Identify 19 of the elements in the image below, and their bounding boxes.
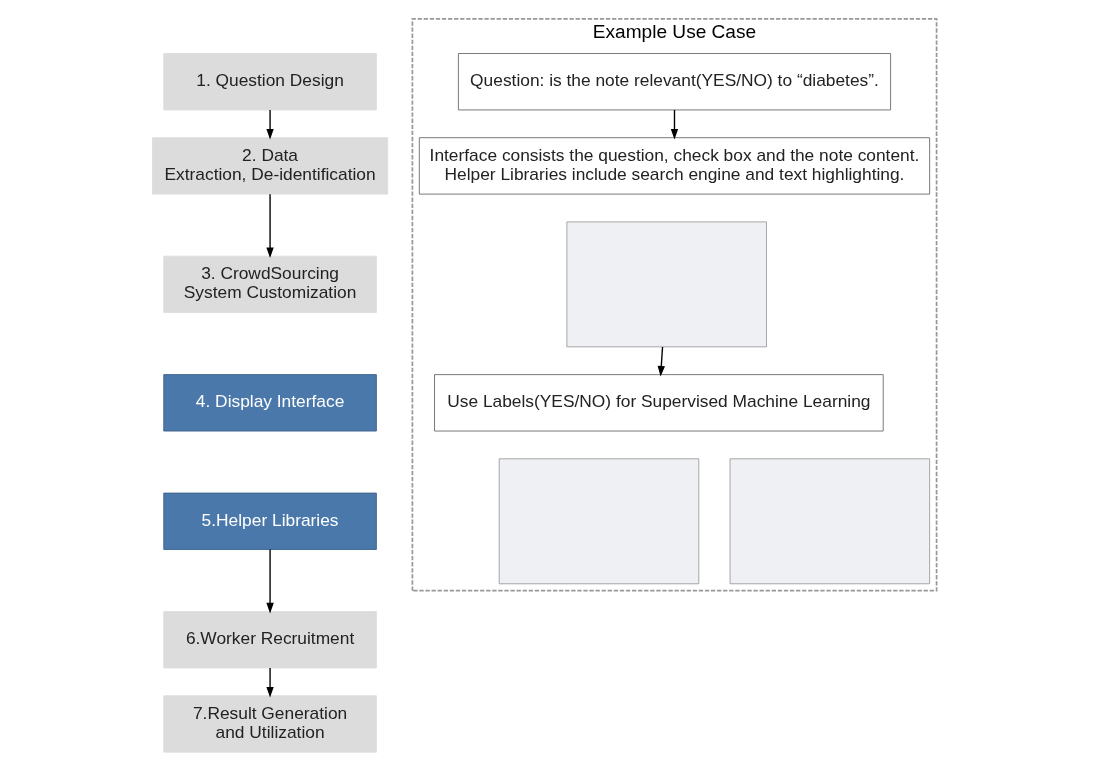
node-box (729, 458, 930, 585)
node-box: 5.Helper Libraries (162, 492, 377, 550)
arrow (265, 548, 274, 614)
node-box: 3. CrowdSourcing System Customization (162, 255, 377, 313)
node-box (565, 221, 767, 348)
arrow (265, 109, 274, 140)
node-box: 4. Display Interface (162, 374, 377, 432)
arrow (265, 667, 274, 698)
arrow (265, 193, 274, 258)
node-box: Interface consists the question, check box and the note content. Helper Libraries include search engine and text highlighting. (418, 137, 930, 195)
node-box: 1. Question Design (162, 53, 377, 111)
node-box: Use Labels(YES/NO) for Supervised Machine Learning (433, 374, 884, 432)
node-box: 2. Data Extraction, De-identification (151, 137, 388, 195)
node-box: Question: is the note relevant(YES/NO) to “diabetes”. (457, 53, 891, 111)
node-box: 7.Result Generation and Utilization (162, 695, 377, 753)
node-box (498, 458, 699, 585)
arrow (657, 346, 665, 377)
node-box: 6.Worker Recruitment (162, 611, 377, 669)
arrow (670, 109, 678, 140)
